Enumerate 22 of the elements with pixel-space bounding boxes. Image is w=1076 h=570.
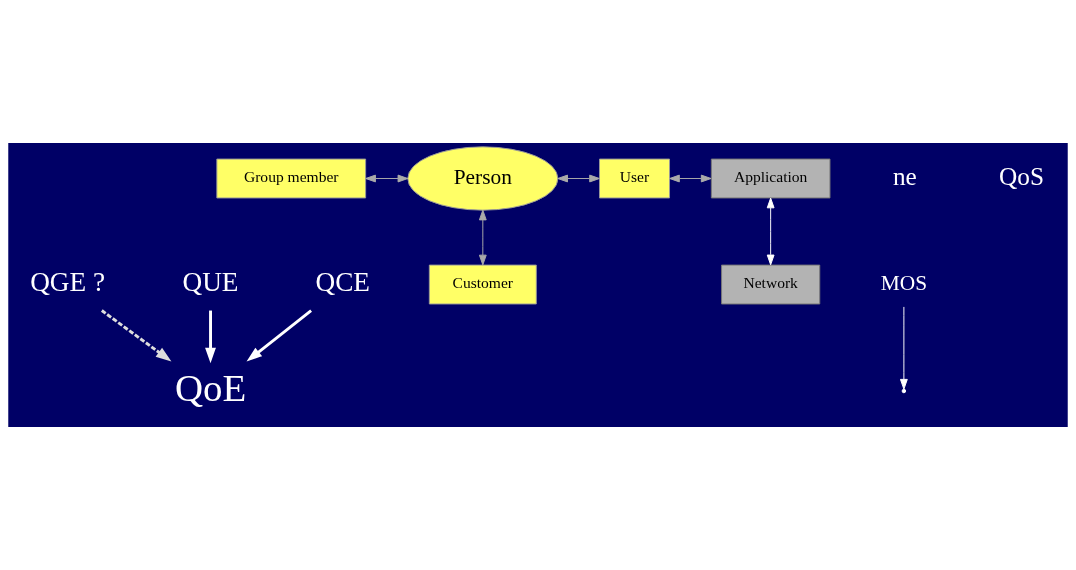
arrow	[669, 174, 712, 183]
arrow	[557, 174, 600, 183]
node-box: Network	[721, 264, 821, 305]
node-box: Group member	[216, 158, 367, 199]
node-text: QGE ?	[30, 267, 105, 298]
node-text: QoE	[174, 365, 247, 409]
label: QoS	[999, 161, 1045, 190]
node-box: User	[599, 158, 670, 199]
arrow	[365, 174, 409, 183]
arrow	[205, 310, 216, 364]
node-text: QCE	[315, 267, 370, 298]
node-box: Application	[710, 158, 831, 199]
node-ellipse: Person	[407, 146, 559, 211]
node-text: MOS	[880, 270, 928, 295]
label: ne	[892, 161, 917, 190]
arrow	[478, 209, 487, 266]
arrow	[100, 309, 172, 362]
arrow	[766, 197, 775, 266]
arrow	[900, 306, 908, 390]
arrow	[246, 309, 312, 362]
node-box: Customer	[428, 264, 537, 305]
node-text: QUE	[182, 267, 239, 298]
